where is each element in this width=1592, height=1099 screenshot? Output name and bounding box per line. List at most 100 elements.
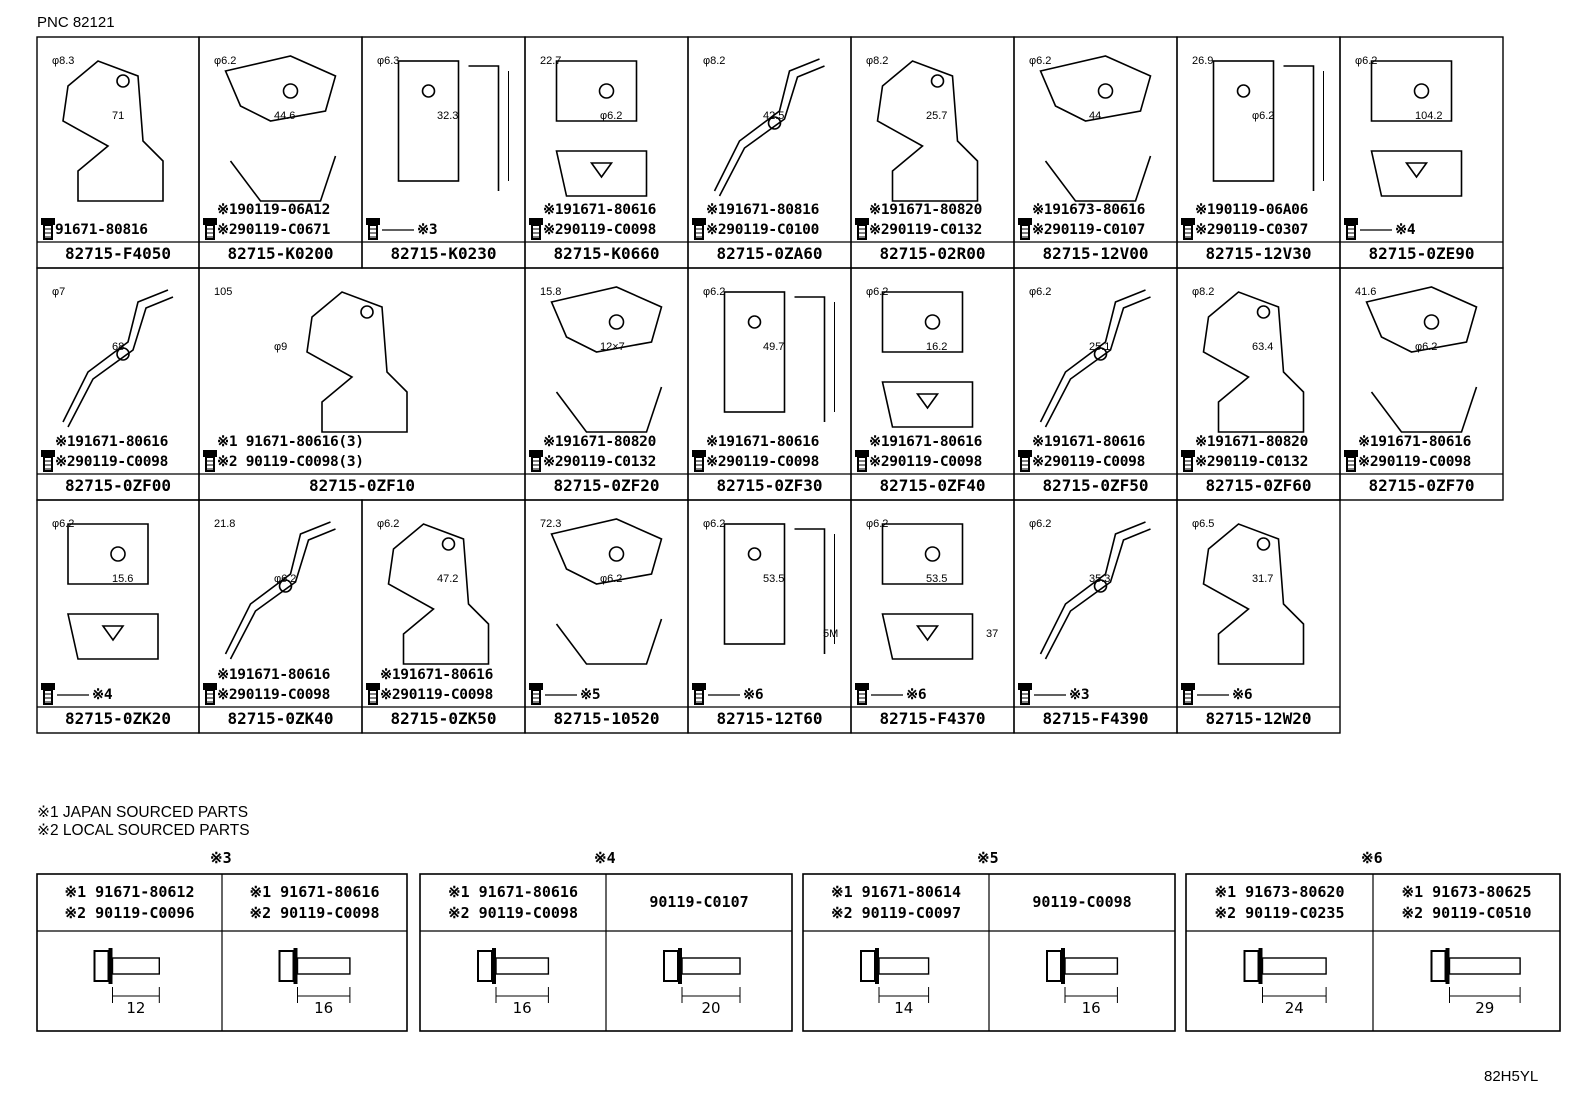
bolt-length: 16 (314, 999, 334, 1017)
part-cell-82715-0ZF30-sketch-hole (747, 315, 762, 329)
part-cell-82715-0ZK20-bolt-shank (43, 689, 53, 705)
part-cell-82715-12V00-bolt-head (1018, 218, 1032, 225)
part-cell-82715-0ZA60-bolt-shank (694, 224, 704, 240)
dimension-label: φ7 (52, 286, 66, 298)
part-cell-82715-0ZF20-sketch-profile (555, 386, 663, 433)
dimension-label: φ8.2 (703, 55, 726, 67)
part-cell-82715-F4050-sketch-hole (116, 74, 130, 88)
bolt-spec: ※1 91671-80616 (448, 882, 578, 901)
part-number: 82715-0ZF10 (309, 476, 415, 495)
fastener-number: ※5 (580, 687, 601, 703)
fastener-number: ※6 (1232, 687, 1253, 703)
part-cell-82715-0ZF10-sketch-outline (306, 291, 408, 433)
part-cell-82715-0ZF10-sketch-hole (360, 305, 374, 319)
fastener-number: ※191671-80616 (1358, 434, 1472, 450)
part-cell-82715-0ZK40-bolt-shank (205, 689, 215, 705)
part-cell-82715-0ZF50-sketch-arm (1039, 289, 1146, 423)
fastener-number: ※290119-C0100 (706, 222, 820, 238)
dimension-label: φ6.2 (274, 573, 297, 585)
dimension-label: φ6.2 (703, 518, 726, 530)
part-cell-82715-0ZA60-sketch-arm2 (718, 65, 825, 197)
part-cell-82715-K0200-sketch-outline (224, 55, 337, 122)
part-number: 82715-0ZF00 (65, 476, 171, 495)
part-cell-82715-0ZF50-sketch-hole (1093, 347, 1108, 361)
part-cell-82715-F4390-bolt-shank (1020, 689, 1030, 705)
part-cell-82715-0ZE90-sketch-lower (1370, 150, 1463, 197)
dimension-label: 25.1 (1089, 341, 1111, 353)
dimension-label: 15.6 (112, 573, 134, 585)
bolt-spec: ※2 90119-C0097 (831, 903, 961, 922)
bolt-group-title: ※5 (977, 849, 999, 867)
fastener-number: ※4 (92, 687, 113, 703)
dimension-label: 41.6 (1355, 286, 1377, 298)
part-cell-82715-12T60-sketch-side (794, 528, 826, 654)
fastener-number: ※290119-C0307 (1195, 222, 1309, 238)
dimension-label: φ6.2 (1252, 110, 1275, 122)
dimension-label: 42.5 (763, 110, 785, 122)
part-cell-82715-0ZK20-sketch-hole (110, 546, 126, 562)
part-cell-82715-F4390-sketch-arm2 (1044, 528, 1151, 660)
bolt-group-title: ※3 (210, 849, 232, 867)
fastener-number: ※6 (906, 687, 927, 703)
part-cell-82715-12T60-sketch-plate (723, 523, 786, 645)
part-cell-82715-10520-sketch-outline (550, 518, 663, 585)
part-number: 82715-0ZK50 (390, 709, 497, 728)
part-cell-82715-0ZF50-sketch-arm2 (1044, 296, 1151, 428)
bolt-shaft (111, 957, 160, 975)
dimension-label: φ6.2 (1029, 518, 1052, 530)
bolt-flange (875, 948, 879, 984)
dimension-label: 63.4 (1252, 341, 1274, 353)
bolt-group-title: ※6 (1361, 849, 1383, 867)
part-cell-82715-0ZF70-sketch-hole (1423, 314, 1440, 330)
fastener-number: ※290119-C0671 (217, 222, 331, 238)
bolt-spec: ※2 90119-C0098 (448, 903, 578, 922)
part-cell-82715-0ZK50-sketch-hole (441, 537, 456, 551)
part-cell-82715-F4370 (850, 499, 1015, 734)
fastener-number: ※6 (743, 687, 764, 703)
dimension-label: φ6.3 (377, 55, 400, 67)
part-cell-82715-10520-bolt-head (529, 683, 543, 690)
bolt-length: 14 (894, 999, 914, 1017)
part-cell-82715-0ZK40-sketch-arm (224, 521, 331, 655)
part-cell-82715-0ZF20-bolt-shank (531, 456, 541, 472)
dimension-label: 32.3 (437, 110, 459, 122)
part-cell-82715-12V00-sketch-profile (1044, 155, 1152, 202)
part-cell-82715-0ZF30-bolt-head (692, 450, 706, 457)
part-number: 82715-0ZE90 (1368, 244, 1475, 263)
bolt-shaft (495, 957, 550, 975)
part-cell-82715-0ZF00-bolt-shank (43, 456, 53, 472)
bolt-shaft (1261, 957, 1327, 975)
bolt-length: 12 (126, 999, 146, 1017)
part-cell-82715-12W20-bolt-shank (1183, 689, 1193, 705)
part-number: 82715-0ZA60 (716, 244, 823, 263)
part-cell-82715-F4370-bolt-head (855, 683, 869, 690)
dimension-label: φ6.2 (214, 55, 237, 67)
dimension-label: φ6.2 (600, 573, 623, 585)
dimension-label: 21.8 (214, 518, 236, 530)
bolt-length: 29 (1475, 999, 1495, 1017)
dimension-label: φ9 (274, 341, 288, 353)
fastener-number: ※191671-80616 (1032, 434, 1146, 450)
part-cell-82715-12V30-sketch-side (1283, 65, 1315, 191)
fastener-number: ※191671-80820 (869, 202, 983, 218)
part-cell-82715-12T60-bolt-head (692, 683, 706, 690)
bolt-head (1430, 950, 1447, 982)
fastener-number: ※2 90119-C0098(3) (217, 454, 364, 470)
part-cell-82715-F4390-bolt-head (1018, 683, 1032, 690)
dimension-label: 72.3 (540, 518, 562, 530)
part-cell-82715-0ZK50-bolt-head (366, 683, 380, 690)
part-cell-82715-0ZK50-sketch-outline (387, 523, 490, 665)
part-cell-82715-02R00-sketch-hole (930, 74, 945, 88)
part-cell-82715-0ZK20-sketch-upper (67, 523, 149, 585)
fastener-number: ※191671-80816 (706, 202, 820, 218)
part-cell-82715-0ZF40-sketch-upper (881, 291, 964, 353)
bolt-head (1046, 950, 1062, 982)
part-cell-82715-0ZF10-bolt-head (203, 450, 217, 457)
dimension-label: 44 (1089, 110, 1102, 122)
part-cell-82715-K0200-sketch-profile (229, 155, 337, 202)
note-japan: ※1 JAPAN SOURCED PARTS (37, 804, 249, 821)
note-local: ※2 LOCAL SOURCED PARTS (37, 822, 250, 839)
fastener-number: ※290119-C0098 (380, 687, 494, 703)
part-cell-82715-0ZF40-sketch-tri (915, 393, 940, 410)
part-number: 82715-02R00 (879, 244, 986, 263)
